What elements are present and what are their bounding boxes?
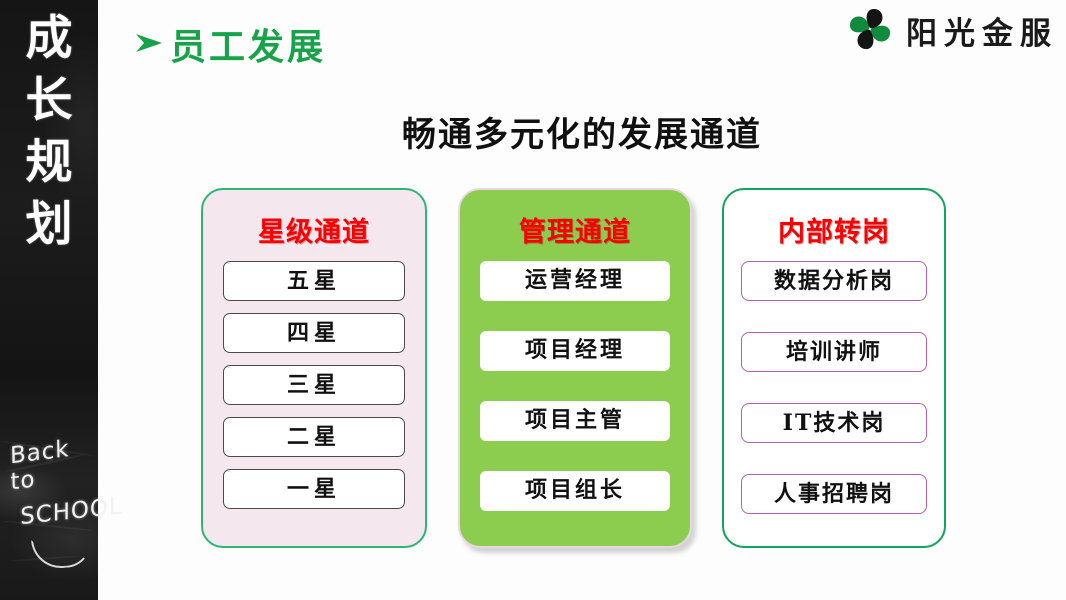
- vertical-title-char: 规: [25, 135, 73, 190]
- list-item[interactable]: 五星: [223, 261, 405, 301]
- list-item[interactable]: 三星: [223, 365, 405, 405]
- list-item[interactable]: 培训讲师: [741, 332, 927, 372]
- vertical-title-char: 长: [25, 73, 73, 128]
- list-item[interactable]: 一星: [223, 469, 405, 509]
- list-item[interactable]: 项目经理: [480, 331, 670, 371]
- list-item[interactable]: IT技术岗: [741, 403, 927, 443]
- channel-card-management: 管理通道 运营经理 项目经理 项目主管 项目组长: [458, 188, 692, 548]
- page-title: 畅通多元化的发展通道: [402, 115, 762, 155]
- card-item-list: 五星 四星 三星 二星 一星: [203, 261, 425, 509]
- card-item-list: 数据分析岗 培训讲师 IT技术岗 人事招聘岗: [724, 261, 944, 514]
- card-heading: 星级通道: [258, 217, 370, 248]
- list-item[interactable]: 项目主管: [480, 401, 670, 441]
- section-title: 员工发展: [170, 26, 327, 68]
- chalk-swoosh-icon: [31, 535, 93, 571]
- brand-name: 阳光金服: [906, 16, 1058, 52]
- list-item[interactable]: 二星: [223, 417, 405, 457]
- chalkboard-sidebar: 成 长 规 划 Back to SCHOOL: [0, 0, 123, 600]
- card-item-list: 运营经理 项目经理 项目主管 项目组长: [460, 261, 690, 511]
- list-item[interactable]: 运营经理: [480, 261, 670, 301]
- list-item[interactable]: 四星: [223, 313, 405, 353]
- channel-card-internal-transfer: 内部转岗 数据分析岗 培训讲师 IT技术岗 人事招聘岗: [722, 188, 946, 548]
- chalk-text-line-1: Back to: [9, 435, 70, 496]
- list-item[interactable]: 数据分析岗: [741, 261, 927, 301]
- back-to-school-chalk-art: Back to SCHOOL: [6, 436, 123, 571]
- vertical-title-char: 成: [25, 11, 73, 66]
- green-arrow-bullet-icon: [132, 26, 166, 60]
- channel-card-star-level: 星级通道 五星 四星 三星 二星 一星: [201, 188, 427, 548]
- four-petal-clover-logo-icon: [846, 8, 894, 53]
- list-item[interactable]: 项目组长: [480, 471, 670, 511]
- card-heading: 管理通道: [519, 217, 631, 248]
- chalk-text-line-2: SCHOOL: [20, 493, 123, 531]
- brand-logo: 阳光金服: [846, 8, 1058, 53]
- vertical-title: 成 长 规 划: [0, 8, 98, 256]
- card-heading: 内部转岗: [778, 217, 890, 248]
- list-item[interactable]: 人事招聘岗: [741, 474, 927, 514]
- vertical-title-char: 划: [25, 197, 73, 252]
